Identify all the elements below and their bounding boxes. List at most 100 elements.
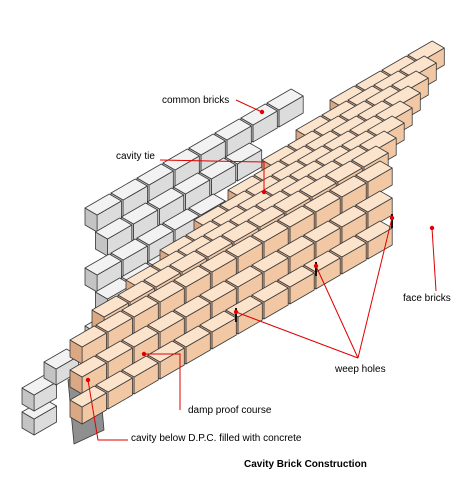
brick-top (299, 175, 337, 198)
brick-top (136, 223, 174, 246)
leader-weep-hole-2-tip (313, 263, 319, 269)
brick-top (303, 250, 341, 273)
leader-common-bricks-tip (259, 109, 265, 115)
brick-top (95, 217, 133, 240)
brick-top (95, 370, 133, 393)
brick-top (147, 340, 185, 363)
brick-top (383, 85, 421, 108)
brick-top (69, 355, 107, 378)
brick-top (266, 88, 304, 111)
brick-top (121, 355, 159, 378)
common-brick (84, 193, 122, 233)
brick-top (355, 160, 393, 183)
diagram-caption: Cavity Brick Construction (244, 459, 367, 470)
label-common-bricks: common bricks (162, 95, 229, 106)
brick-top (188, 133, 226, 156)
brick-top (391, 70, 429, 93)
brick-top (214, 118, 252, 141)
brick-top (375, 100, 413, 123)
label-damp-proof-course: damp proof course (188, 405, 272, 416)
label-leader-lines (85, 99, 437, 441)
brick-top (110, 238, 148, 261)
brick-top (359, 130, 397, 153)
brick-top (136, 163, 174, 186)
brick-top (162, 208, 200, 231)
brick-top (225, 265, 263, 288)
label-cavity-tie: cavity tie (116, 151, 155, 162)
brick-top (146, 187, 185, 210)
brick-top (95, 340, 133, 363)
leader-weep-hole-1-tip (233, 309, 239, 315)
leader-weep-hole-3 (357, 217, 393, 359)
brick-top (277, 265, 315, 288)
brick-top (407, 40, 445, 63)
brick-top (251, 220, 289, 243)
leader-common-bricks (235, 99, 263, 113)
brick-top (121, 202, 159, 225)
brick-top (110, 178, 148, 201)
face-brick (69, 355, 107, 395)
brick-top (121, 325, 159, 348)
brick-top (188, 193, 226, 216)
brick-top (91, 295, 129, 318)
brick-top (367, 115, 405, 138)
leader-weep-hole-1 (235, 311, 359, 359)
leader-weep-hole-2 (315, 265, 359, 359)
brick-top (199, 280, 237, 303)
brick-top (351, 145, 389, 168)
brick-top (162, 148, 200, 171)
common-brick (21, 398, 57, 436)
brick-top (303, 220, 341, 243)
label-face-bricks: face bricks (403, 293, 451, 304)
brick-top (325, 160, 363, 183)
brick-top (84, 193, 122, 216)
brick-top (84, 253, 122, 276)
outer-leaf-face-bricks (69, 40, 445, 425)
brick-top (247, 205, 285, 228)
face-brick (69, 325, 107, 365)
brick-top (251, 280, 289, 303)
brick-top (195, 235, 233, 258)
label-weep-holes: weep holes (334, 364, 386, 375)
brick-top (273, 190, 311, 213)
leader-weep-hole-3-tip (389, 215, 395, 221)
brick-top (95, 310, 133, 333)
brick-top (172, 172, 211, 195)
brick-top (173, 295, 211, 318)
brick-top (69, 325, 107, 348)
brick-top (147, 310, 185, 333)
leader-cavity-tie (159, 159, 265, 192)
leader-dpc (144, 353, 181, 410)
brick-top (69, 385, 107, 408)
brick-top (251, 250, 289, 273)
brick-top (143, 265, 181, 288)
brick-top (198, 157, 237, 180)
brick-top (277, 205, 315, 228)
leader-face-bricks-tip (429, 225, 435, 231)
brick-top (329, 205, 367, 228)
brick-top (329, 235, 367, 258)
brick-top (240, 103, 278, 126)
brick-top (225, 235, 263, 258)
brick-top (355, 190, 393, 213)
common-brick (84, 253, 122, 293)
leader-concrete (87, 379, 128, 441)
brick-top (221, 220, 259, 243)
leader-dpc-tip (141, 351, 147, 357)
brick-top (173, 325, 211, 348)
label-cavity-below-dpc: cavity below D.P.C. filled with concrete (131, 433, 302, 444)
brick-top (277, 235, 315, 258)
brick-top (173, 265, 211, 288)
brick-top (199, 250, 237, 273)
brick-top (147, 280, 185, 303)
brick-top (169, 250, 207, 273)
brick-top (399, 55, 437, 78)
brick-top (121, 295, 159, 318)
brick-top (329, 175, 367, 198)
leader-cavity-tie-tip (261, 189, 267, 195)
leader-concrete-tip (85, 377, 91, 383)
face-brick (69, 385, 107, 425)
leader-face-bricks (431, 227, 437, 292)
brick-top (303, 190, 341, 213)
